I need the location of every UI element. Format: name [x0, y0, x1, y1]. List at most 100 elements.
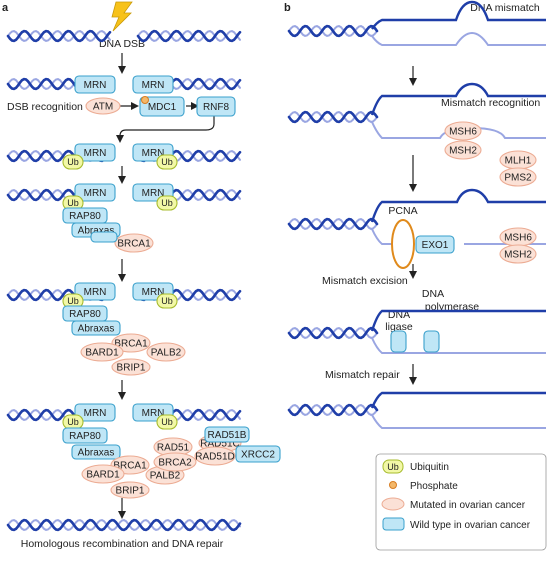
dna-ligase-label-line2: ligase	[385, 321, 413, 333]
legend-phosphate-label: Phosphate	[410, 481, 458, 492]
mrn-box-label: MRN	[84, 287, 107, 298]
msh2-ellipse: MSH2	[444, 140, 482, 160]
rap80-box-label: RAP80	[69, 431, 101, 442]
ubiquitin-shape	[62, 154, 84, 170]
dna-strand-dark	[287, 110, 379, 124]
brca2-ellipse-label: BRCA2	[158, 458, 192, 469]
pms2-ellipse-shape	[499, 167, 537, 187]
ubiquitin-label: Ub	[161, 198, 173, 208]
legend-wild-type-label: Wild type in ovarian cancer	[410, 520, 531, 531]
ubiquitin-tag: Ub	[62, 414, 84, 430]
mrn-box-shape	[74, 143, 116, 162]
brip1-ellipse: BRIP1	[111, 358, 151, 376]
abraxas-box: Abraxas	[71, 320, 121, 336]
dna-helix	[287, 110, 379, 124]
dna-strand-light	[137, 30, 241, 42]
rap80-box: RAP80	[62, 305, 108, 322]
brip1-ellipse-shape	[111, 358, 151, 376]
dna-polymerase-label-line1: DNA	[422, 288, 444, 300]
dna-dsb-label: DNA DSB	[99, 38, 145, 50]
mrn-box-shape	[74, 183, 116, 202]
ubiquitin-tag: Ub	[62, 293, 84, 309]
rap80-box: RAP80	[62, 427, 108, 444]
bard1-ellipse-shape	[81, 464, 125, 484]
dna-strand-dark	[287, 326, 379, 340]
msh6-ellipse: MSH6	[499, 227, 537, 247]
abraxas-box-shape	[71, 320, 121, 336]
bard1-ellipse: BARD1	[81, 464, 125, 484]
exo1-box: EXO1	[415, 235, 455, 254]
panel-a: DNA DSB DSB recognition Homologous recom…	[6, 1, 281, 550]
dna-strand-dark	[6, 29, 112, 43]
msh2-ellipse-shape	[499, 244, 537, 264]
legend-wild-type-swatch	[382, 517, 405, 531]
dna-ligase-shape	[390, 330, 407, 353]
rad51c-ellipse-label: RAD51C	[200, 439, 239, 450]
rad51d-ellipse: RAD51D	[194, 446, 236, 466]
dna-strand-dark	[287, 217, 379, 231]
brca1-ellipse-label: BRCA1	[113, 461, 147, 472]
dna-strand-dark	[136, 29, 242, 43]
pcna-ring	[391, 219, 415, 269]
dna-strand-dark	[287, 24, 379, 38]
brca1-ellipse: BRCA1	[111, 333, 151, 353]
mismatch-recognition-label: Mismatch recognition	[441, 97, 540, 109]
pms2-ellipse: PMS2	[499, 167, 537, 187]
step-arrows-a	[116, 53, 215, 519]
legend-ub-label: Ub	[387, 462, 399, 472]
rap80-box-shape	[62, 427, 108, 444]
rap80-box-label: RAP80	[69, 211, 101, 222]
palb2-ellipse-shape	[146, 342, 186, 362]
ubiquitin-shape	[156, 154, 178, 170]
msh2-ellipse-label: MSH2	[449, 146, 477, 157]
legend-mutated-swatch	[381, 497, 405, 511]
brca2-ellipse: BRCA2	[153, 452, 197, 472]
msh2-ellipse-shape	[444, 140, 482, 160]
ubiquitin-label: Ub	[161, 417, 173, 427]
dna-strand-dark	[287, 403, 379, 417]
hr-dna-repair-label: Homologous recombination and DNA repair	[21, 538, 224, 550]
dsb-recognition-label: DSB recognition	[7, 101, 83, 113]
dna-helix	[6, 518, 242, 532]
brca1-ellipse: BRCA1	[114, 233, 154, 253]
rnf8-box: RNF8	[196, 96, 236, 117]
mrn-box-label: MRN	[84, 80, 107, 91]
ubiquitin-tag: Ub	[156, 293, 178, 309]
mrn-box: MRN	[74, 183, 116, 202]
abraxas-box-label: Abraxas	[78, 226, 115, 237]
mrn-box-label: MRN	[142, 80, 165, 91]
mismatch-excision-label: Mismatch excision	[322, 275, 408, 287]
rad51b-box-shape	[204, 426, 250, 443]
palb2-ellipse: PALB2	[146, 342, 186, 362]
msh2-ellipse-label: MSH2	[504, 250, 532, 261]
dna-strand-light	[371, 337, 546, 354]
legend-ubiquitin-label: Ubiquitin	[410, 462, 449, 473]
palb2-ellipse-label: PALB2	[151, 348, 182, 359]
mrn-box-label: MRN	[84, 408, 107, 419]
panel-b: DNA mismatch Mismatch recognition Mismat…	[287, 0, 546, 429]
lightning-icon	[111, 1, 133, 32]
abraxas-tail-shape	[90, 231, 118, 243]
mdc1-box: MDC1	[139, 96, 185, 117]
ubiquitin-label: Ub	[67, 157, 79, 167]
dna-strand-dark	[370, 82, 546, 116]
brca1-ellipse-label: BRCA1	[114, 339, 148, 350]
legend-mutated-label: Mutated in ovarian cancer	[410, 500, 526, 511]
bard1-ellipse-label: BARD1	[85, 348, 119, 359]
abraxas-box-label: Abraxas	[78, 324, 115, 335]
legend-frame	[375, 453, 547, 551]
brip1-ellipse-label: BRIP1	[117, 363, 146, 374]
dna-strands	[287, 82, 546, 139]
dna-strand-light	[7, 519, 241, 531]
abraxas-box: Abraxas	[71, 444, 121, 460]
rap80-box-label: RAP80	[69, 309, 101, 320]
pcna-label: PCNA	[388, 205, 417, 217]
bard1-ellipse-shape	[80, 342, 124, 362]
legend-phosphate-swatch	[389, 481, 397, 489]
dna-mismatch-label: DNA mismatch	[470, 2, 540, 14]
ubiquitin-label: Ub	[161, 296, 173, 306]
mrn-box-label: MRN	[142, 148, 165, 159]
mlh1-ellipse-label: MLH1	[505, 156, 532, 167]
dna-helix	[6, 29, 112, 43]
